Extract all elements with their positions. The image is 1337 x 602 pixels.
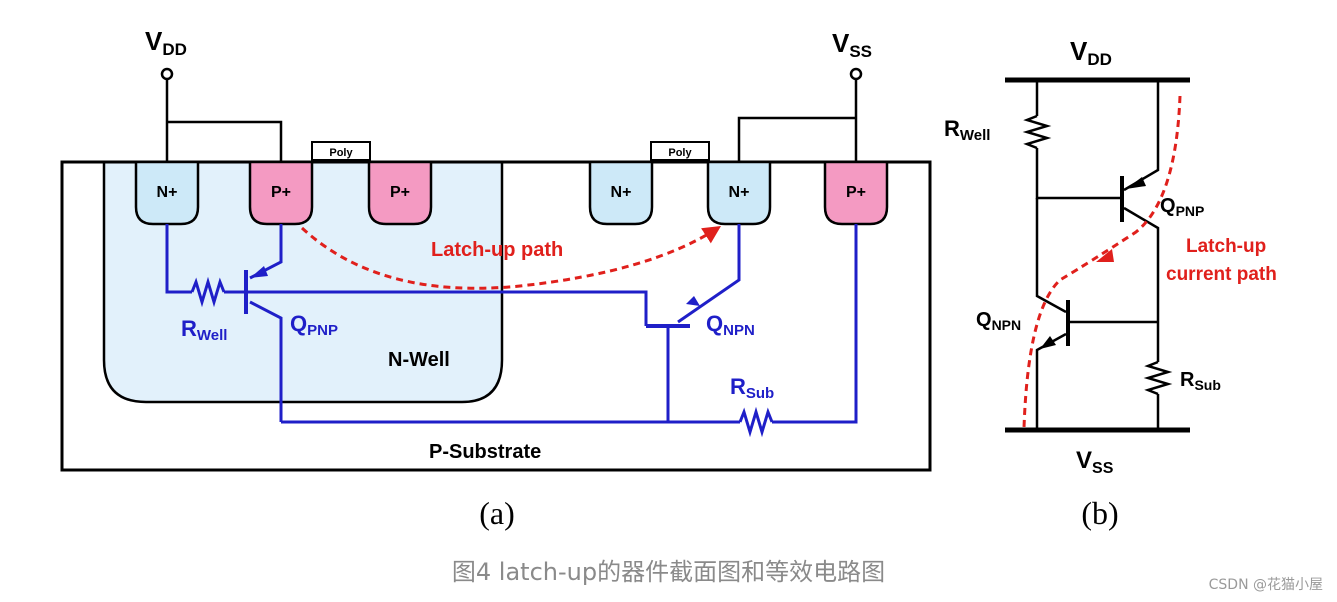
p-plus-diffusion-3	[823, 160, 889, 226]
poly-gate-left	[311, 141, 371, 161]
vss-label-b: VSS	[1076, 447, 1114, 477]
q-pnp-emitter-arrow-a	[250, 266, 268, 278]
p-plus-label-2: P+	[390, 184, 410, 201]
n-plus-label-2: N+	[611, 184, 632, 201]
latch-up-label-b-line1: Latch-up	[1186, 236, 1266, 257]
r-well-resistor-a	[190, 276, 226, 308]
parasitic-circuit-a	[165, 224, 858, 438]
r-sub-label-a: RSub	[730, 374, 774, 402]
q-npn-label-a: QNPN	[706, 311, 755, 339]
r-well-label-b: RWell	[944, 116, 990, 144]
q-npn-emitter-arrow-b	[1040, 336, 1056, 349]
latch-up-path-arrow-a	[300, 226, 722, 290]
csdn-watermark: CSDN @花猫小屋	[1208, 577, 1323, 593]
n-plus-diffusion-2	[588, 160, 654, 226]
cross-section-diagram: N+ P+ P+ N+ N+ P+ Poly Poly VDD VSS	[60, 26, 932, 531]
p-plus-diffusion-1	[248, 160, 314, 226]
vss-terminal-a: VSS	[737, 28, 872, 162]
n-well-label: N-Well	[388, 349, 450, 371]
equivalent-circuit-diagram: VDD VSS	[944, 36, 1277, 531]
latch-up-label-b-line2: current path	[1166, 264, 1277, 285]
figure-label-b: (b)	[1081, 495, 1118, 531]
latch-up-path-label-a: Latch-up path	[431, 239, 563, 261]
poly-gate-right	[650, 141, 710, 161]
p-plus-label-3: P+	[846, 184, 866, 201]
p-plus-diffusion-2	[367, 160, 433, 226]
r-sub-resistor-b	[1143, 360, 1173, 396]
p-substrate-label: P-Substrate	[429, 441, 541, 463]
n-plus-label-3: N+	[729, 184, 750, 201]
vdd-terminal-a: VDD	[145, 26, 283, 162]
q-npn-emitter-arrow-a	[686, 296, 700, 306]
figure-label-a: (a)	[479, 495, 515, 531]
figure-caption: 图4 latch-up的器件截面图和等效电路图	[451, 558, 886, 586]
latch-up-current-path-b	[1022, 95, 1182, 429]
q-npn-label-b: QNPN	[976, 309, 1021, 333]
n-plus-label-1: N+	[157, 184, 178, 201]
poly-label-left: Poly	[329, 147, 353, 159]
r-well-label-a: RWell	[181, 316, 227, 344]
poly-label-right: Poly	[668, 147, 692, 159]
svg-text:VDD: VDD	[145, 26, 187, 59]
vdd-label-b: VDD	[1070, 36, 1112, 69]
q-pnp-emitter-arrow-b	[1126, 177, 1146, 189]
r-well-resistor-b	[1022, 114, 1052, 150]
q-pnp-label-b: QPNP	[1160, 195, 1204, 219]
svg-text:VSS: VSS	[832, 28, 872, 61]
n-plus-diffusion-3	[706, 160, 772, 226]
q-pnp-label-a: QPNP	[290, 311, 338, 339]
r-sub-resistor-a	[738, 406, 774, 438]
r-sub-label-b: RSub	[1180, 369, 1221, 393]
latch-up-path-arrowhead-b	[1096, 249, 1114, 262]
p-plus-label-1: P+	[271, 184, 291, 201]
n-plus-diffusion-left	[134, 160, 200, 226]
